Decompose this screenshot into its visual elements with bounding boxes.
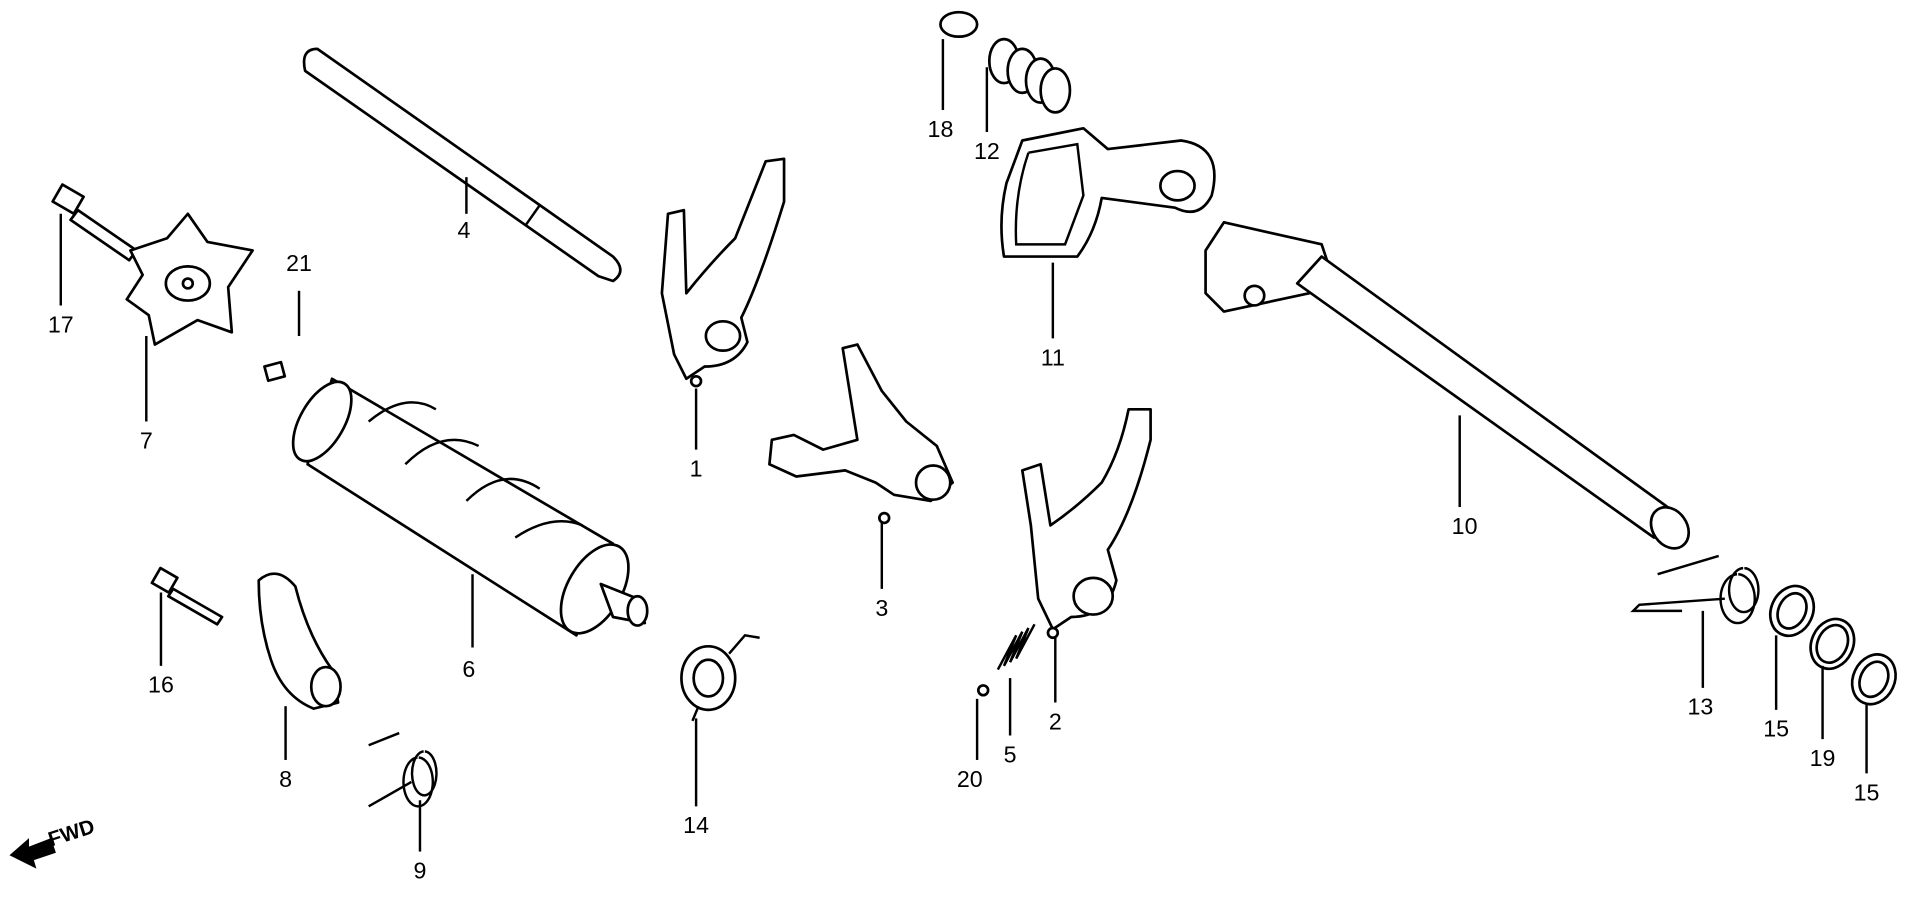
part-4-fork-shaft[interactable] xyxy=(302,47,622,283)
label-part-18: 18 xyxy=(928,116,954,142)
part-18-snap-ring[interactable] xyxy=(939,10,979,38)
part-13-return-spring[interactable] xyxy=(1630,554,1760,625)
part-20-steel-ball[interactable] xyxy=(976,684,990,697)
label-part-15: 15 xyxy=(1763,716,1789,742)
part-6-shift-drum[interactable] xyxy=(281,372,649,644)
label-part-8: 8 xyxy=(279,766,292,792)
part-3-shift-fork[interactable] xyxy=(768,343,955,525)
label-part-21: 21 xyxy=(286,250,312,276)
label-part-15-second: 15 xyxy=(1854,779,1880,805)
label-part-12: 12 xyxy=(974,138,1000,164)
fwd-label: FWD xyxy=(45,815,97,851)
part-21-dowel-pin[interactable] xyxy=(263,360,287,383)
label-part-4: 4 xyxy=(458,217,471,243)
label-part-7: 7 xyxy=(140,427,153,453)
label-part-19: 19 xyxy=(1810,745,1836,771)
label-part-2: 2 xyxy=(1049,708,1062,734)
part-5-spring[interactable] xyxy=(996,623,1036,671)
part-14-guide-plate[interactable] xyxy=(680,634,760,722)
part-16-bolt[interactable] xyxy=(150,566,224,626)
part-8-stopper-arm[interactable] xyxy=(257,572,342,710)
label-part-10: 10 xyxy=(1452,513,1478,539)
label-part-14: 14 xyxy=(683,812,709,838)
part-15-washer-2[interactable] xyxy=(1844,647,1903,711)
part-19-snap-ring[interactable] xyxy=(1803,612,1862,676)
part-1-shift-fork[interactable] xyxy=(660,157,786,388)
part-11-drum-shifter[interactable] xyxy=(1000,126,1216,258)
arrow-left-icon xyxy=(9,838,56,869)
part-17-bolt[interactable] xyxy=(51,183,138,262)
label-part-3: 3 xyxy=(875,595,888,621)
part-15-washer[interactable] xyxy=(1762,579,1821,643)
label-part-9: 9 xyxy=(414,857,427,883)
label-part-13: 13 xyxy=(1687,694,1713,720)
forward-direction-indicator: FWD xyxy=(9,815,98,869)
part-2-shift-fork[interactable] xyxy=(1020,407,1152,640)
label-part-20: 20 xyxy=(957,766,983,792)
part-7-stopper-plate[interactable] xyxy=(125,212,254,346)
label-part-6: 6 xyxy=(462,656,475,682)
label-part-1: 1 xyxy=(690,455,703,481)
label-part-17: 17 xyxy=(48,311,74,337)
part-9-return-spring[interactable] xyxy=(368,731,438,808)
part-12-spring[interactable] xyxy=(987,37,1072,114)
label-part-11: 11 xyxy=(1041,344,1065,370)
label-part-16: 16 xyxy=(148,672,174,698)
leader-lines xyxy=(59,39,1868,852)
label-part-5: 5 xyxy=(1004,741,1017,767)
part-10-gearshift-spindle[interactable] xyxy=(1204,221,1697,555)
